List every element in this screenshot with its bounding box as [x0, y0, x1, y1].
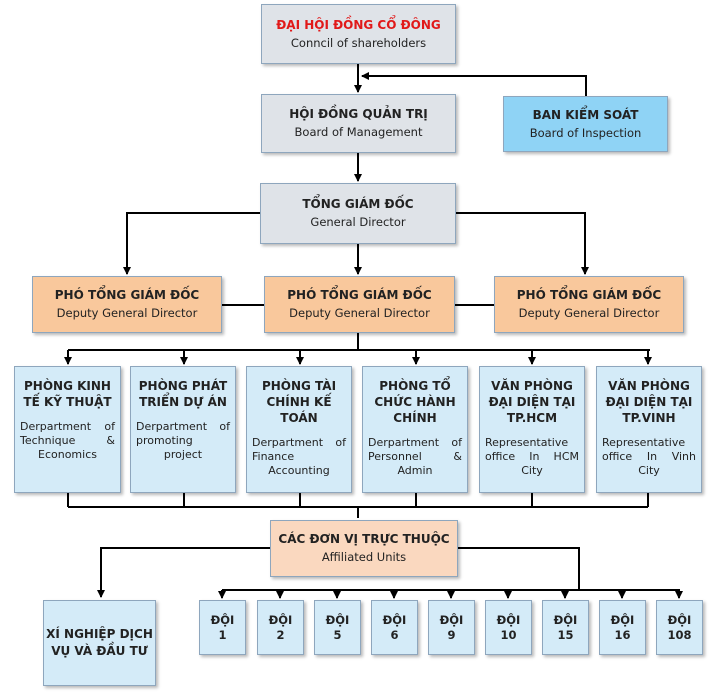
- team-box: ĐỘI 108: [656, 600, 703, 655]
- team-label: ĐỘI: [382, 612, 407, 627]
- team-label: ĐỘI: [610, 612, 635, 627]
- arrow-gd-deputy-right: [456, 212, 589, 275]
- deputy-director-box: PHÓ TỔNG GIÁM ĐỐC Deputy General Directo…: [264, 276, 455, 333]
- department-subtitle: Derpartment of promoting project: [136, 420, 230, 461]
- general-director-box: TỔNG GIÁM ĐỐC General Director: [260, 183, 456, 244]
- board-management-box: HỘI ĐỒNG QUẢN TRỊ Board of Management: [261, 94, 456, 153]
- shareholders-title: ĐẠI HỘI ĐỒNG CỔ ĐÔNG: [276, 17, 441, 32]
- department-box: PHÒNG TÀI CHÍNH KẾ TOÁN Derpartment of F…: [246, 366, 352, 493]
- deputy-director-subtitle: Deputy General Director: [56, 306, 198, 320]
- team-label: ĐỘI: [553, 612, 578, 627]
- deputy-director-title: PHÓ TỔNG GIÁM ĐỐC: [54, 288, 200, 302]
- arrow-affiliated-enterprise: [97, 547, 270, 598]
- department-box: VĂN PHÒNG ĐẠI DIỆN TẠI TP.VINH Represent…: [596, 366, 702, 493]
- team-box: ĐỘI 15: [542, 600, 589, 655]
- department-subtitle: Representative office In Vinh City: [602, 436, 696, 477]
- department-subtitle: Derpartment of Finance Accounting: [252, 436, 346, 477]
- enterprise-title: XÍ NGHIỆP DỊCH VỤ VÀ ĐẦU TƯ: [46, 627, 153, 658]
- department-subtitle: Derpartment of Personnel & Admin: [368, 436, 462, 477]
- team-label: ĐỘI: [496, 612, 521, 627]
- team-label: ĐỘI: [268, 612, 293, 627]
- affiliated-units-subtitle: Affiliated Units: [321, 550, 407, 564]
- board-inspection-box: BAN KIỂM SOÁT Board of Inspection: [503, 96, 668, 152]
- team-box: ĐỘI 6: [371, 600, 418, 655]
- arrow-inspection-link: [361, 72, 587, 96]
- team-number: 15: [557, 627, 574, 642]
- deputy-director-title: PHÓ TỔNG GIÁM ĐỐC: [287, 288, 432, 302]
- shareholders-subtitle: Conncil of shareholders: [290, 35, 427, 50]
- team-number: 108: [667, 627, 692, 642]
- department-title: PHÒNG PHÁT TRIỂN DỰ ÁN: [138, 379, 228, 409]
- department-box: PHÒNG PHÁT TRIỂN DỰ ÁN Derpartment of pr…: [130, 366, 236, 493]
- department-title: VĂN PHÒNG ĐẠI DIỆN TẠI TP.HCM: [488, 379, 576, 425]
- shareholders-box: ĐẠI HỘI ĐỒNG CỔ ĐÔNG Conncil of sharehol…: [261, 4, 456, 64]
- deputy-director-subtitle: Deputy General Director: [289, 306, 430, 320]
- team-number: 5: [333, 627, 342, 642]
- general-director-title: TỔNG GIÁM ĐỐC: [302, 197, 414, 211]
- board-management-title: HỘI ĐỒNG QUẢN TRỊ: [289, 107, 428, 121]
- team-number: 6: [390, 627, 399, 642]
- team-label: ĐỘI: [667, 612, 692, 627]
- team-box: ĐỘI 1: [199, 600, 246, 655]
- department-subtitle: Derpartment of Technique & Economics: [20, 420, 115, 461]
- general-director-subtitle: General Director: [310, 215, 406, 229]
- arrow-gd-deputy-left: [123, 212, 260, 275]
- team-label: ĐỘI: [439, 612, 464, 627]
- board-inspection-title: BAN KIỂM SOÁT: [532, 107, 639, 122]
- department-box: PHÒNG KINH TẾ KỸ THUẬT Derpartment of Te…: [14, 366, 121, 493]
- deputy-director-box: PHÓ TỔNG GIÁM ĐỐC Deputy General Directo…: [494, 276, 684, 333]
- department-box: PHÒNG TỔ CHỨC HÀNH CHÍNH Derpartment of …: [362, 366, 468, 493]
- team-number: 2: [276, 627, 285, 642]
- affiliated-to-teams: [458, 547, 580, 590]
- team-number: 1: [218, 627, 227, 642]
- deputy-director-title: PHÓ TỔNG GIÁM ĐỐC: [516, 288, 662, 302]
- team-box: ĐỘI 5: [314, 600, 361, 655]
- team-number: 10: [500, 627, 517, 642]
- team-box: ĐỘI 16: [599, 600, 646, 655]
- team-box: ĐỘI 10: [485, 600, 532, 655]
- department-box: VĂN PHÒNG ĐẠI DIỆN TẠI TP.HCM Representa…: [479, 366, 585, 493]
- team-box: ĐỘI 2: [257, 600, 304, 655]
- deputy-director-box: PHÓ TỔNG GIÁM ĐỐC Deputy General Directo…: [32, 276, 222, 333]
- deputy-director-subtitle: Deputy General Director: [518, 306, 660, 320]
- team-box: ĐỘI 9: [428, 600, 475, 655]
- department-subtitle: Representative office In HCM City: [485, 436, 579, 477]
- board-management-subtitle: Board of Management: [294, 125, 423, 139]
- team-number: 16: [614, 627, 631, 642]
- affiliated-units-title: CÁC ĐƠN VỊ TRỰC THUỘC: [278, 532, 450, 546]
- team-label: ĐỘI: [325, 612, 350, 627]
- enterprise-box: XÍ NGHIỆP DỊCH VỤ VÀ ĐẦU TƯ: [43, 600, 156, 686]
- department-title: PHÒNG TÀI CHÍNH KẾ TOÁN: [261, 379, 337, 425]
- team-number: 9: [447, 627, 456, 642]
- affiliated-units-box: CÁC ĐƠN VỊ TRỰC THUỘC Affiliated Units: [270, 520, 458, 577]
- department-title: VĂN PHÒNG ĐẠI DIỆN TẠI TP.VINH: [605, 379, 693, 425]
- department-title: PHÒNG KINH TẾ KỸ THUẬT: [23, 379, 112, 409]
- board-inspection-subtitle: Board of Inspection: [529, 125, 642, 140]
- department-title: PHÒNG TỔ CHỨC HÀNH CHÍNH: [374, 379, 456, 425]
- team-label: ĐỘI: [210, 612, 235, 627]
